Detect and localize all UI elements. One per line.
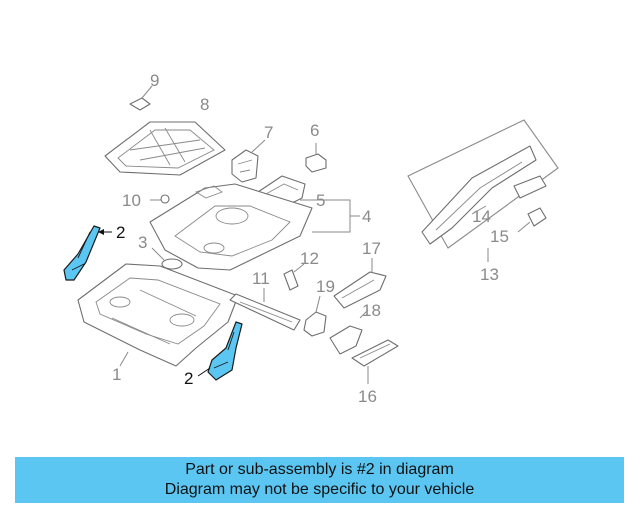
callout-2-lower: 2 [184, 369, 193, 388]
callout-14: 14 [472, 207, 491, 226]
part-2-upper-highlighted [63, 225, 112, 281]
callout-19: 19 [316, 277, 335, 296]
callout-17: 17 [362, 239, 381, 258]
part-17-channel [333, 258, 387, 309]
info-banner: Part or sub-assembly is #2 in diagram Di… [15, 457, 624, 503]
part-10-bolt [150, 194, 170, 204]
part-11-rail [229, 288, 301, 331]
callout-7: 7 [264, 123, 273, 142]
part-6-block [305, 143, 327, 173]
callout-3: 3 [138, 233, 147, 252]
callout-10: 10 [122, 191, 141, 210]
callout-16: 16 [358, 387, 377, 406]
callout-11: 11 [252, 269, 270, 288]
part-18-support [329, 309, 369, 355]
part-4-rear-floor-pan [149, 183, 313, 271]
callout-1: 1 [112, 365, 121, 384]
callout-8: 8 [200, 95, 209, 114]
part-16-member [351, 339, 399, 384]
banner-line-2: Diagram may not be specific to your vehi… [164, 481, 475, 498]
banner-line-1: Part or sub-assembly is #2 in diagram [185, 461, 454, 478]
part-9-clip [129, 85, 153, 111]
part-13-assembly [407, 119, 559, 262]
part-8-trunk-mat [104, 121, 226, 176]
callout-6: 6 [310, 121, 319, 140]
part-1-center-floor-pan [77, 263, 239, 367]
callout-12: 12 [300, 249, 319, 268]
callout-15: 15 [490, 227, 509, 246]
callout-13: 13 [480, 265, 499, 284]
callout-4-bracket [300, 199, 360, 233]
callout-4: 4 [362, 207, 371, 226]
callout-2-upper: 2 [116, 223, 125, 242]
callout-5: 5 [316, 191, 325, 210]
part-19-bracket [303, 295, 327, 337]
callout-9: 9 [150, 71, 159, 90]
part-15-bracket [517, 207, 547, 233]
part-3-plug [151, 247, 183, 270]
part-7-bracket [231, 139, 266, 183]
part-2-lower-highlighted [197, 321, 243, 381]
part-12-clip [283, 263, 305, 291]
callout-18: 18 [362, 301, 381, 320]
part-14-reinforcement [471, 205, 487, 215]
